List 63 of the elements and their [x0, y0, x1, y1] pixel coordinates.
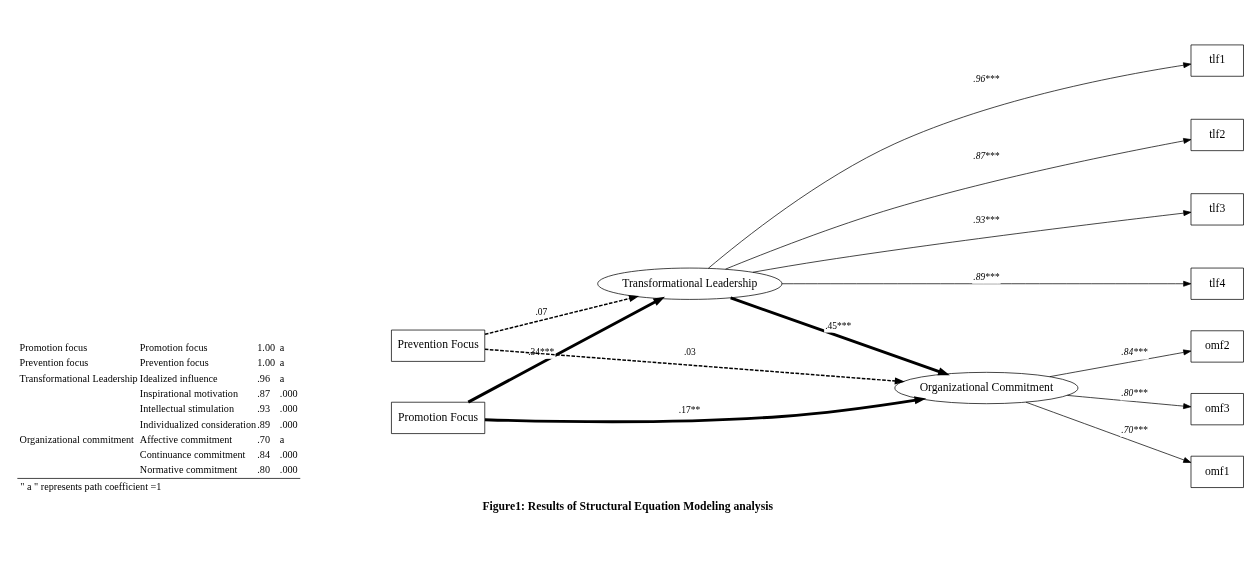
node-box: omf2 [1190, 330, 1244, 363]
arrow [1067, 395, 1192, 410]
label: .96 [257, 372, 270, 384]
label: Organizational commitment [19, 433, 134, 445]
arrow [752, 210, 1192, 273]
label: Prevention focus [139, 357, 209, 369]
label: .93 [257, 403, 270, 415]
arrow [1025, 401, 1192, 463]
label: .000 [279, 449, 298, 461]
label: Prevention focus [19, 357, 89, 369]
label: Promotion focus [19, 341, 88, 353]
label: .87 [257, 387, 270, 399]
edge-label: .93*** [973, 214, 1000, 225]
label: Inspirational motivation [139, 387, 239, 399]
label: Affective commitment [139, 433, 233, 445]
arrow [467, 296, 665, 404]
label: Continuance commitment [139, 449, 246, 461]
label: a [279, 433, 285, 445]
label: Normative commitment [139, 464, 238, 476]
edge-label: .07 [535, 306, 548, 317]
node-box: tlf1 [1190, 44, 1244, 77]
node-box: Promotion Focus [391, 401, 486, 434]
label: .89 [257, 418, 270, 430]
label: .000 [279, 403, 298, 415]
label: 1.00 [257, 357, 276, 369]
label: a [279, 341, 285, 353]
label: Individualized consideration [139, 418, 257, 430]
label: a [279, 357, 285, 369]
label: a [279, 372, 285, 384]
label: .000 [279, 387, 298, 399]
label: .70 [257, 433, 270, 445]
edge-label: .87*** [973, 150, 1000, 161]
label: Idealized influence [139, 372, 218, 384]
node-box: tlf3 [1190, 193, 1244, 226]
node-box: Prevention Focus [391, 329, 486, 362]
edge-label: .70*** [1121, 424, 1148, 435]
edge-label: .17** [678, 405, 701, 416]
label: " a " represents path coefficient =1 [20, 480, 162, 492]
label: .80 [257, 464, 270, 476]
label: 1.00 [257, 341, 276, 353]
label: Transformational Leadership [19, 372, 138, 384]
label: Intellectual stimulation [139, 403, 235, 415]
arrow [708, 62, 1192, 269]
edge-label: .96*** [973, 74, 1000, 85]
label: Promotion focus [139, 341, 208, 353]
label: .000 [279, 464, 298, 476]
node-box: omf3 [1190, 393, 1244, 426]
arrow [725, 138, 1192, 270]
node-box: tlf2 [1190, 118, 1244, 151]
arrow [484, 396, 927, 424]
node-box: omf1 [1190, 455, 1244, 488]
arrow [484, 295, 640, 335]
edge-label: .45*** [825, 321, 852, 332]
label: .84 [257, 449, 270, 461]
node-box: tlf4 [1190, 267, 1244, 300]
edge-label: .80*** [1121, 388, 1148, 399]
arrow [730, 296, 950, 376]
edge-label: .03 [683, 346, 696, 357]
edge-label: .84*** [1121, 347, 1148, 358]
label: .000 [279, 418, 298, 430]
edge-label: .89*** [973, 271, 1000, 282]
arrow [781, 280, 1192, 287]
caption: Figure1: Results of Structural Equation Modeling analysis [482, 499, 773, 513]
